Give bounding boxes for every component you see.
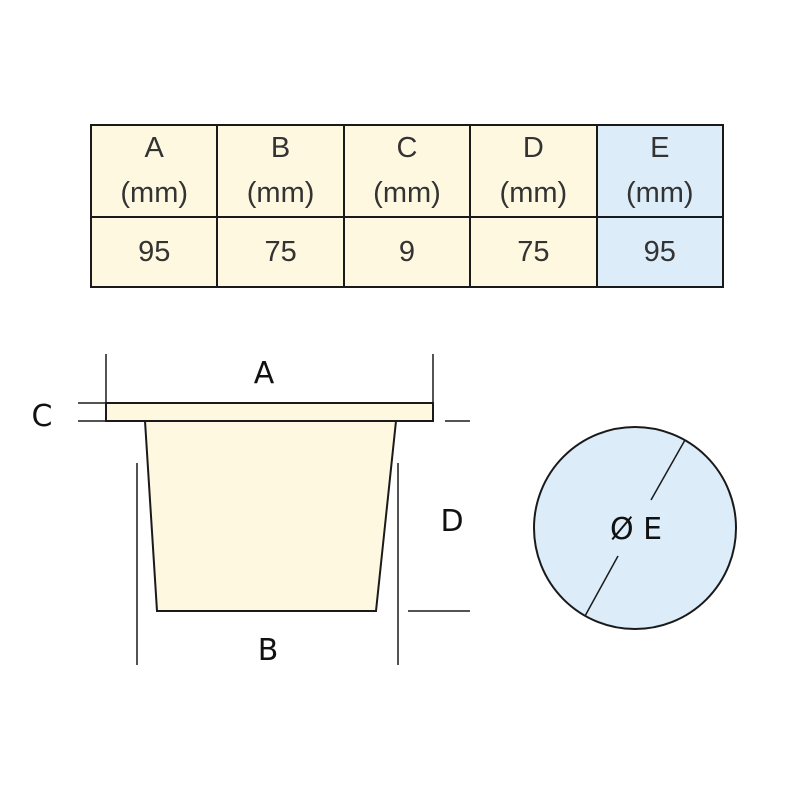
header-unit: (mm) [373,177,441,209]
table-value-row: 95 75 9 75 95 [89,216,725,288]
header-letter: B [270,132,291,164]
cup-body [143,420,398,612]
value-cell-d: 75 [469,216,598,288]
header-unit: (mm) [499,177,568,209]
side-view: A C D B [32,354,470,668]
header-letter: E [650,132,670,164]
dimensions-table: A (mm) B (mm) C (mm) D (mm) E (mm) 95 75 9 75… [89,124,725,288]
diameter-line-lower [584,555,619,617]
label-e: Ø E [610,512,662,547]
top-view: Ø E [533,426,737,630]
header-letter: D [522,132,544,164]
header-cell-c: C (mm) [342,124,472,218]
value-cell-b: 75 [216,216,345,288]
header-cell-e: E (mm) [595,124,725,218]
value-cell-e: 95 [595,216,725,288]
header-cell-b: B (mm) [216,124,345,218]
diameter-line-upper [650,439,686,501]
label-d: D [440,504,463,539]
header-unit: (mm) [625,177,694,209]
header-letter: A [144,132,164,164]
label-b: B [258,633,279,668]
cup-flange [105,402,434,422]
header-unit: (mm) [246,177,315,209]
label-a: A [254,356,275,391]
header-cell-d: D (mm) [469,124,598,218]
label-c: C [32,399,53,434]
header-cell-a: A (mm) [89,124,219,218]
header-letter: C [396,132,418,164]
value-cell-c: 9 [342,216,472,288]
diameter-circle [533,426,737,630]
header-unit: (mm) [120,177,189,209]
table-header-row: A (mm) B (mm) C (mm) D (mm) E (mm) [89,124,725,218]
value-cell-a: 95 [89,216,219,288]
